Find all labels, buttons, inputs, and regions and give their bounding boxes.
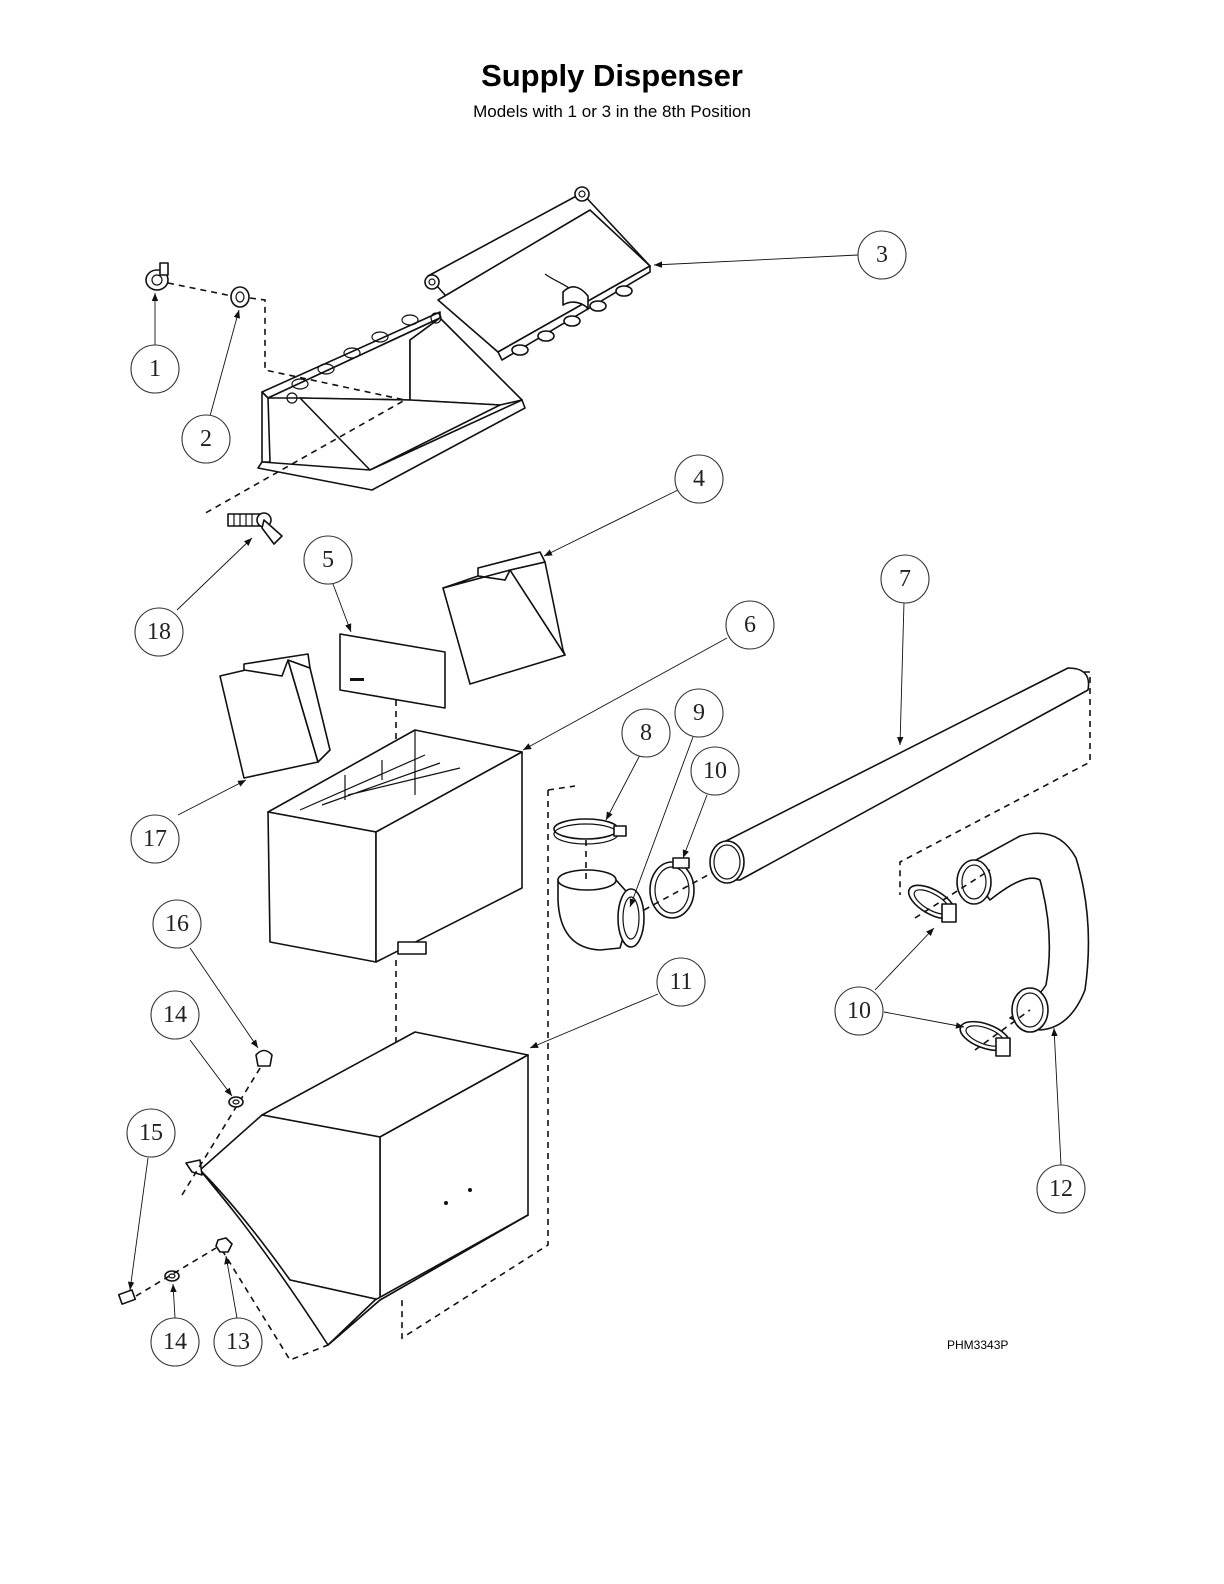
callout-11-label: 11: [669, 969, 692, 995]
callout-8-label: 8: [640, 720, 652, 746]
page-title: Supply Dispenser: [481, 58, 743, 93]
callout-14-b: 14: [150, 1317, 200, 1367]
callout-12-label: 12: [1049, 1176, 1073, 1202]
lid-drawing: [424, 186, 651, 361]
fasteners-drawing: [117, 1049, 273, 1305]
callout-16-label: 16: [165, 911, 189, 937]
callout-10-a: 10: [690, 746, 740, 796]
callout-10-a-label: 10: [703, 758, 727, 784]
callout-5: 5: [303, 535, 353, 585]
callout-18-label: 18: [147, 619, 171, 645]
chute-drawing: [181, 785, 576, 1361]
callout-12: 12: [1036, 1164, 1086, 1214]
callout-5-label: 5: [322, 547, 334, 573]
callout-14-b-label: 14: [163, 1329, 187, 1355]
callout-10-b-label: 10: [847, 998, 871, 1024]
dispenser-box-drawing: [267, 729, 523, 963]
right-cover-drawing: [442, 551, 566, 685]
callout-16: 16: [152, 899, 202, 949]
callout-1: 1: [130, 344, 180, 394]
callout-11: 11: [656, 957, 706, 1007]
callout-17: 17: [130, 814, 180, 864]
callout-3: 3: [857, 230, 907, 280]
callout-14-a-label: 14: [163, 1002, 187, 1028]
callout-1-label: 1: [149, 356, 161, 382]
drawing-code: PHM3343P: [947, 1338, 1009, 1352]
hose-drawing: [907, 832, 1090, 1057]
callout-10-b: 10: [834, 986, 884, 1036]
callout-4-label: 4: [693, 466, 705, 492]
callout-17-label: 17: [143, 826, 167, 852]
callout-2-label: 2: [200, 426, 212, 452]
callout-8: 8: [621, 708, 671, 758]
callout-13: 13: [213, 1317, 263, 1367]
left-cover-drawing: [219, 653, 331, 779]
valve-drawing: [227, 512, 283, 545]
callout-7: 7: [880, 554, 930, 604]
elbow-assembly-drawing: [553, 818, 751, 951]
callout-2: 2: [181, 414, 231, 464]
callout-18: 18: [134, 607, 184, 657]
callout-7-label: 7: [899, 566, 911, 592]
callout-9-label: 9: [693, 700, 705, 726]
callout-14-a: 14: [150, 990, 200, 1040]
callout-9: 9: [674, 688, 724, 738]
callout-13-label: 13: [226, 1329, 250, 1355]
callout-15: 15: [126, 1108, 176, 1158]
callout-15-label: 15: [139, 1120, 163, 1146]
page-subtitle: Models with 1 or 3 in the 8th Position: [473, 102, 751, 121]
callout-6-label: 6: [744, 612, 756, 638]
tube-drawing: [709, 667, 1091, 895]
leader-lines: [127, 254, 1062, 1319]
hinge-hardware-drawing: [145, 262, 408, 516]
callout-4: 4: [674, 454, 724, 504]
callout-6: 6: [725, 600, 775, 650]
callout-3-label: 3: [876, 242, 888, 268]
